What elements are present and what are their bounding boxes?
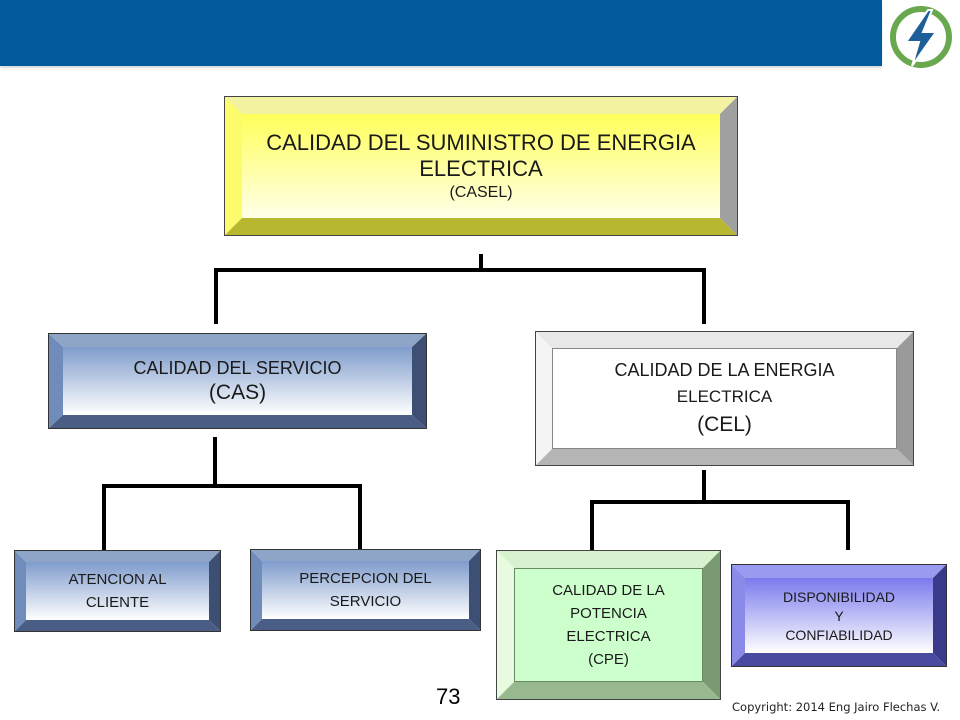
connector bbox=[702, 268, 706, 324]
cas-acronym: (CAS) bbox=[208, 380, 267, 404]
connector bbox=[590, 500, 594, 550]
cas-box: CALIDAD DEL SERVICIO (CAS) bbox=[63, 347, 412, 415]
casel-acronym: (CASEL) bbox=[449, 184, 513, 201]
casel-subtitle: ELECTRICA bbox=[419, 156, 543, 181]
atencion-box: ATENCION AL CLIENTE bbox=[26, 562, 209, 620]
page-number: 73 bbox=[436, 684, 461, 709]
connector bbox=[214, 268, 218, 324]
cas-box-frame bbox=[48, 333, 427, 429]
cpe-box: CALIDAD DE LA POTENCIA ELECTRICA (CPE) bbox=[514, 568, 703, 682]
cel-box: CALIDAD DE LA ENERGIA ELECTRICA (CEL) bbox=[552, 348, 897, 449]
connector bbox=[213, 437, 217, 487]
connector bbox=[214, 268, 706, 272]
atencion-box-frame bbox=[14, 550, 221, 632]
cel-box-frame bbox=[535, 331, 914, 466]
atencion-line2: CLIENTE bbox=[85, 594, 150, 611]
casel-box: CALIDAD DEL SUMINISTRO DE ENERGIA ELECTR… bbox=[242, 114, 720, 218]
cpe-box-frame bbox=[496, 550, 721, 700]
percepcion-line1: PERCEPCION DEL bbox=[299, 570, 432, 587]
connector bbox=[702, 470, 706, 502]
cpe-line3: ELECTRICA bbox=[566, 628, 651, 645]
casel-title: CALIDAD DEL SUMINISTRO DE ENERGIA bbox=[266, 130, 696, 155]
cel-title: CALIDAD DE LA ENERGIA bbox=[614, 360, 835, 380]
cpe-line2: POTENCIA bbox=[570, 605, 647, 622]
cel-subtitle: ELECTRICA bbox=[676, 387, 773, 406]
header-bar bbox=[0, 0, 882, 66]
connector bbox=[102, 484, 106, 550]
connector bbox=[102, 484, 362, 488]
cel-acronym: (CEL) bbox=[697, 413, 752, 436]
percepcion-box: PERCEPCION DEL SERVICIO bbox=[262, 561, 469, 619]
cas-title: CALIDAD DEL SERVICIO bbox=[133, 357, 342, 378]
percepcion-box-frame bbox=[250, 549, 481, 631]
disp-box-frame bbox=[731, 564, 947, 667]
cpe-acronym: (CPE) bbox=[588, 651, 629, 668]
cpe-line1: CALIDAD DE LA bbox=[552, 582, 665, 599]
connector bbox=[590, 500, 850, 504]
disp-line3: CONFIABILIDAD bbox=[785, 626, 893, 643]
lightning-bolt-icon bbox=[890, 6, 952, 68]
disp-line2: Y bbox=[834, 607, 844, 624]
percepcion-line2: SERVICIO bbox=[329, 593, 402, 610]
atencion-line1: ATENCION AL bbox=[68, 571, 167, 588]
connector bbox=[846, 500, 850, 550]
disp-line1: DISPONIBILIDAD bbox=[782, 588, 896, 605]
connector bbox=[358, 486, 362, 550]
connector bbox=[479, 254, 483, 270]
copyright-text: Copyright: 2014 Eng Jairo Flechas V. bbox=[732, 700, 941, 714]
disp-box: DISPONIBILIDAD Y CONFIABILIDAD bbox=[745, 578, 933, 653]
